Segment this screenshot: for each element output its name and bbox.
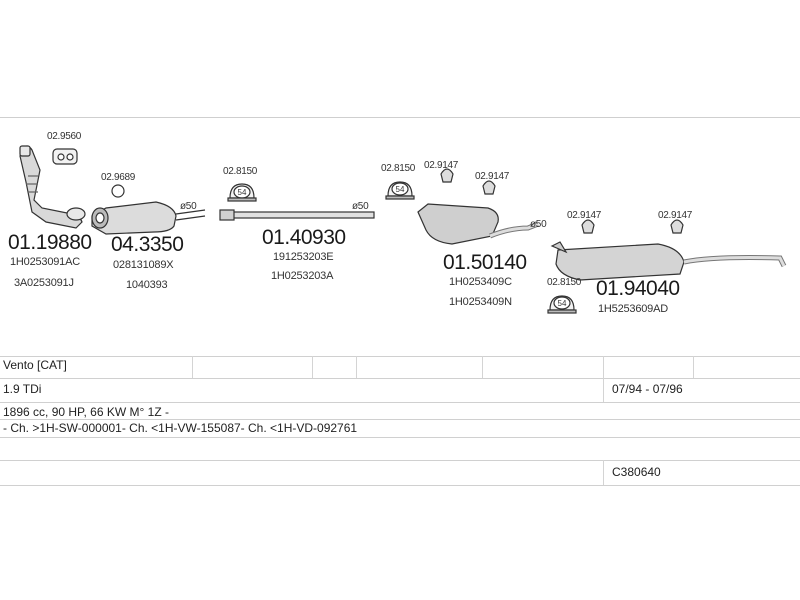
oem-reference: 1040393	[126, 279, 168, 291]
hanger-drawing	[482, 180, 496, 195]
table-divider	[603, 356, 604, 378]
table-border	[0, 402, 800, 403]
table-divider	[603, 460, 604, 485]
part-number[interactable]: 04.3350	[111, 233, 184, 256]
table-divider	[192, 356, 193, 378]
clamp-drawing	[547, 295, 577, 314]
part-number[interactable]: 01.94040	[596, 277, 680, 300]
clamp-size-label: 54	[396, 185, 405, 194]
gasket-drawing	[52, 148, 78, 165]
accessory-number: 02.9147	[658, 210, 693, 221]
engine-specs: 1896 cc, 90 HP, 66 KW M° 1Z -	[3, 405, 169, 419]
middle-pipe-drawing	[219, 209, 375, 221]
accessory-number: 02.9147	[424, 160, 459, 171]
accessory-number: 02.9147	[475, 171, 510, 182]
catalytic-converter-drawing	[91, 201, 206, 235]
table-border	[0, 356, 800, 357]
accessory-number: 02.9560	[47, 131, 82, 142]
table-border	[0, 419, 800, 420]
exhaust-diagram: 54 54 54	[19, 145, 787, 314]
oem-reference: 1H0253203A	[271, 270, 334, 282]
table-divider	[482, 356, 483, 378]
clamp-size-label: 54	[238, 188, 247, 197]
catalogue-code: C380640	[612, 465, 661, 479]
ring-drawing	[111, 184, 125, 198]
oem-reference: 1H0253091AC	[10, 256, 80, 268]
oem-reference: 1H0253409N	[449, 296, 512, 308]
rear-silencer-drawing	[550, 241, 787, 281]
hanger-drawing	[440, 168, 454, 183]
front-pipe-drawing	[19, 145, 86, 229]
production-years: 07/94 - 07/96	[612, 382, 683, 396]
part-number[interactable]: 01.19880	[8, 231, 92, 254]
table-border	[0, 485, 800, 486]
engine-type: 1.9 TDi	[3, 382, 42, 396]
accessory-number: 02.8150	[381, 163, 416, 174]
accessory-number: 02.9689	[101, 172, 136, 183]
diameter-label: ø50	[352, 201, 369, 212]
part-number[interactable]: 01.40930	[262, 226, 346, 249]
table-border	[0, 460, 800, 461]
middle-silencer-drawing	[417, 203, 539, 245]
table-divider	[603, 378, 604, 402]
diameter-label: ø50	[530, 219, 547, 230]
oem-reference: 1H0253409C	[449, 276, 512, 288]
table-border	[0, 378, 800, 379]
diameter-label: ø50	[180, 201, 197, 212]
clamp-drawing	[385, 181, 415, 200]
table-divider	[356, 356, 357, 378]
accessory-number: 02.9147	[567, 210, 602, 221]
hanger-drawing	[581, 219, 595, 234]
top-frame-line	[0, 117, 800, 118]
hanger-drawing	[670, 219, 684, 234]
oem-reference: 191253203E	[273, 251, 334, 263]
clamp-size-label: 54	[558, 299, 567, 308]
oem-reference: 028131089X	[113, 259, 174, 271]
accessory-number: 02.8150	[547, 277, 582, 288]
oem-reference: 3A0253091J	[14, 277, 74, 289]
oem-reference: 1H5253609AD	[598, 303, 668, 315]
clamp-drawing	[227, 183, 257, 202]
chassis-range: - Ch. >1H-SW-000001- Ch. <1H-VW-155087- …	[3, 421, 358, 435]
part-number[interactable]: 01.50140	[443, 251, 527, 274]
vehicle-model: Vento [CAT]	[3, 358, 67, 372]
table-divider	[693, 356, 694, 378]
table-border	[0, 437, 800, 438]
table-divider	[312, 356, 313, 378]
accessory-number: 02.8150	[223, 166, 258, 177]
